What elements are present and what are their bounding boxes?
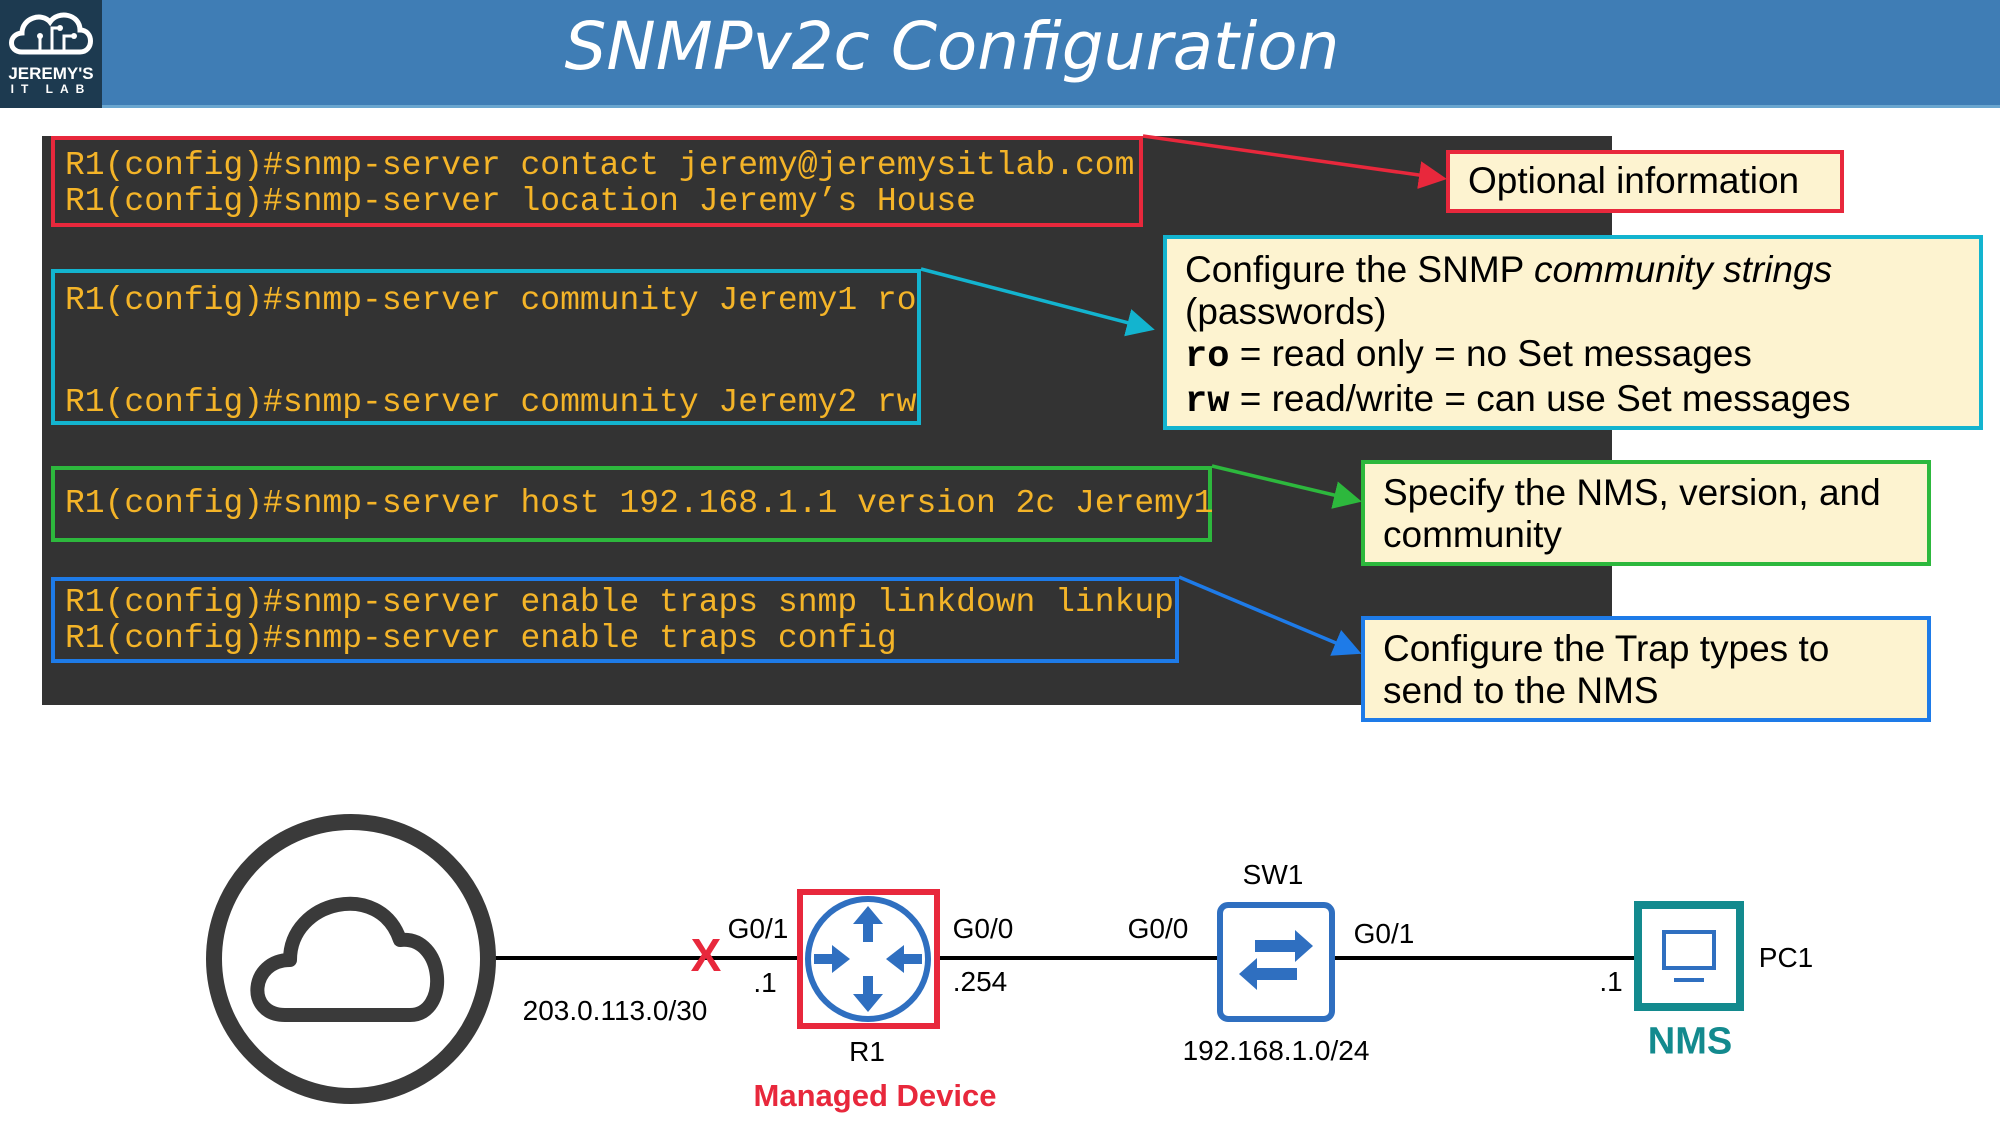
lan-subnet-label: 192.168.1.0/24 — [1182, 1035, 1370, 1066]
arrow-host — [1211, 464, 1362, 509]
sw1-switch-icon — [1217, 902, 1335, 1022]
r1-router-icon — [797, 889, 940, 1029]
callout-optional: Optional information — [1446, 150, 1844, 213]
r1-g00-ip: .254 — [952, 966, 1008, 997]
traps-commands-box: R1(config)#snmp-server enable traps snmp… — [51, 577, 1179, 663]
callout-traps: Configure the Trap types to send to the … — [1361, 616, 1931, 722]
pc1-name-label: PC1 — [1758, 942, 1814, 973]
link-down-x-icon: X — [690, 929, 722, 981]
slide-header: JEREMY'S IT LAB SNMPv2c Configuration — [0, 0, 2000, 108]
cli-line: R1(config)#snmp-server community Jeremy2… — [65, 384, 917, 421]
callout-host: Specify the NMS, version, and community — [1361, 460, 1931, 566]
nms-label: NMS — [1647, 1020, 1733, 1063]
cli-line: R1(config)#snmp-server enable traps snmp… — [65, 584, 1174, 621]
community-commands-box: R1(config)#snmp-server community Jeremy1… — [51, 269, 921, 425]
cli-line: R1(config)#snmp-server location Jeremy’s… — [65, 183, 976, 220]
r1-g01-label: G0/1 — [727, 913, 789, 944]
sw1-g01-label: G0/1 — [1353, 918, 1415, 949]
cli-line: R1(config)#snmp-server host 192.168.1.1 … — [65, 485, 1214, 522]
slide-title: SNMPv2c Configuration — [564, 8, 1340, 85]
host-command-box: R1(config)#snmp-server host 192.168.1.1 … — [51, 466, 1214, 542]
managed-device-label: Managed Device — [753, 1078, 997, 1113]
sw1-g00-label: G0/0 — [1127, 913, 1189, 944]
optional-commands-box: R1(config)#snmp-server contact jeremy@je… — [51, 136, 1143, 227]
pc1-nms-icon — [1634, 901, 1744, 1011]
pc1-ip: .1 — [1599, 966, 1623, 997]
sw1-name-label: SW1 — [1242, 859, 1304, 890]
r1-g01-ip: .1 — [753, 967, 777, 998]
cli-line: R1(config)#snmp-server enable traps conf… — [65, 620, 897, 657]
cli-line: R1(config)#snmp-server contact jeremy@je… — [65, 147, 1135, 184]
cli-line: R1(config)#snmp-server community Jeremy1… — [65, 282, 917, 319]
internet-cloud-icon — [206, 814, 496, 1104]
callout-community: Configure the SNMP community strings (pa… — [1163, 235, 1983, 430]
r1-g00-label: G0/0 — [952, 913, 1014, 944]
jeremys-it-lab-logo: JEREMY'S IT LAB — [0, 0, 102, 108]
cloud-circuit-icon — [9, 12, 93, 55]
r1-name-label: R1 — [849, 1036, 885, 1067]
arrow-optional — [1142, 134, 1447, 189]
internet-subnet-label: 203.0.113.0/30 — [522, 995, 708, 1026]
arrow-community — [920, 267, 1155, 337]
arrow-traps — [1178, 575, 1362, 656]
